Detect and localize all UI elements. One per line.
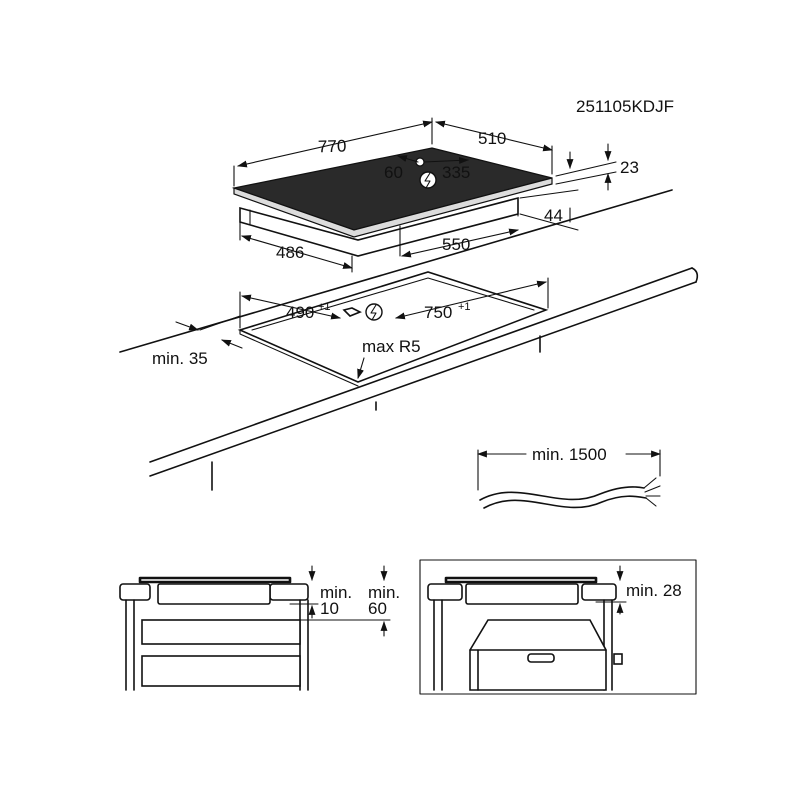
label-corner-radius: max R5 (362, 337, 421, 356)
dimension-body-height: 44 (519, 151, 579, 231)
dimension-total-thickness: 23 (555, 143, 639, 191)
label-left-gap-bottom-line2: 60 (368, 599, 387, 618)
dimension-cutout-depth: 490 +1 (239, 291, 341, 329)
label-edge-distance: min. 35 (152, 349, 208, 368)
label-cutout-depth: 490 (286, 303, 314, 322)
label-left-gap-bottom-line1: min. (368, 583, 400, 602)
label-body-height: 44 (544, 206, 563, 225)
power-symbol-icon (419, 171, 437, 189)
document-code: 251105KDJF (576, 97, 674, 116)
dimension-hob-depth: 510 (435, 120, 553, 175)
dimension-left-gap-top: min. 10 (289, 565, 352, 619)
dimension-cutout-width: 750 +1 (395, 277, 549, 322)
label-body-depth: 486 (276, 243, 304, 262)
dimension-cable-position: 60 335 (384, 155, 470, 189)
section-left-drawers (119, 576, 309, 691)
label-cutout-width: 750 (424, 303, 452, 322)
section-right-oven (419, 559, 697, 695)
label-total-thickness: 23 (620, 158, 639, 177)
label-left-gap-top-line1: min. (320, 583, 352, 602)
label-left-gap-top-line2: 10 (320, 599, 339, 618)
label-cable-length: min. 1500 (532, 445, 607, 464)
label-right-gap: min. 28 (626, 581, 682, 600)
dimension-corner-radius: max R5 (357, 337, 421, 379)
label-body-width: 550 (442, 235, 470, 254)
cable-entry (342, 303, 383, 321)
label-cutout-width-tolerance: +1 (458, 301, 471, 313)
label-hob-width: 770 (318, 136, 347, 156)
power-cable-illustration: min. 1500 (477, 445, 661, 509)
label-hob-depth: 510 (478, 129, 506, 148)
power-symbol-icon (365, 303, 383, 321)
dimension-hob-width: 770 (233, 117, 433, 187)
dimension-left-gap-bottom: min. 60 (299, 565, 400, 637)
dimension-body-depth: 486 (239, 221, 353, 273)
label-cutout-depth-tolerance: +1 (318, 301, 331, 313)
dimension-body-width: 550 (401, 228, 519, 258)
dimension-right-gap: min. 28 (595, 565, 682, 615)
hob-glass-edge (233, 177, 553, 238)
label-cable-left: 60 (384, 163, 403, 182)
dimension-edge-distance: min. 35 (152, 315, 243, 368)
label-cable-right: 335 (442, 163, 470, 182)
